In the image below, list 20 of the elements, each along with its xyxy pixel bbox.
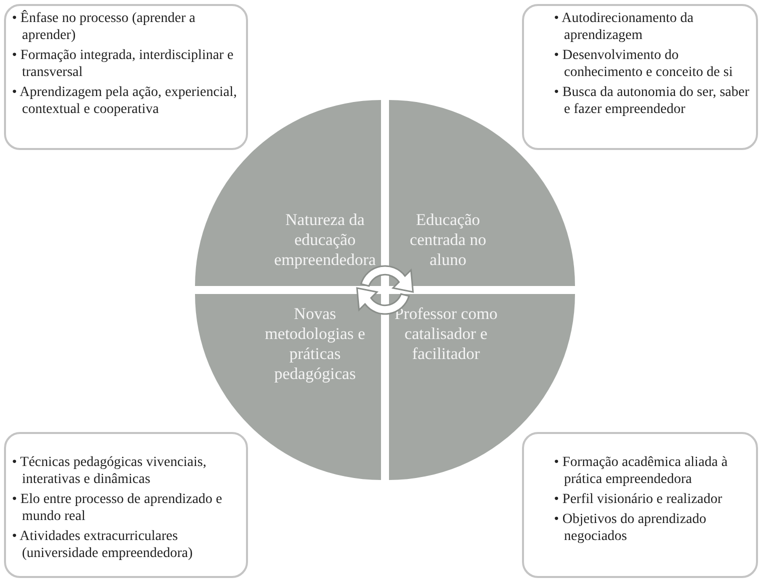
text-panel — [522, 432, 758, 578]
quadrant-label: Professor como catalisador e facilitador — [393, 304, 499, 364]
text-panel — [4, 432, 248, 578]
bullet-item: • Autodirecionamento da aprendizagem — [554, 10, 694, 44]
bullet-item: • Formação integrada, interdisciplinar e transversal — [12, 47, 234, 81]
quadrant-label: Novas metodologias e práticas pedagógicas — [264, 304, 366, 384]
bullet-item: • Atividades extracurriculares (universidade empreendedora) — [12, 528, 194, 562]
quadrant-label: Natureza da educação empreendedora — [273, 210, 377, 270]
text-panel — [4, 4, 248, 150]
bullet-item: • Elo entre processo de aprendizado e mundo real — [12, 491, 224, 525]
bullet-item: • Perfil visionário e realizador — [554, 491, 724, 508]
bullet-item: • Técnicas pedagógicas vivenciais, interativas e dinâmicas — [12, 454, 208, 488]
quadrant-label: Educação centrada no aluno — [408, 210, 488, 270]
bullet-item: • Aprendizagem pela ação, experiencial, contextual e cooperativa — [12, 84, 238, 118]
bullet-item: • Busca da autonomia do ser, saber e fazer empreendedor — [554, 84, 750, 118]
bullet-item: • Formação acadêmica aliada à prática empreendedora — [554, 454, 729, 488]
bullet-item: • Ênfase no processo (aprender a aprender) — [12, 10, 196, 44]
bullet-item: • Objetivos do aprendizado negociados — [554, 511, 708, 545]
bullet-item: • Desenvolvimento do conhecimento e conceito de si — [554, 47, 734, 81]
text-panel — [522, 4, 758, 150]
